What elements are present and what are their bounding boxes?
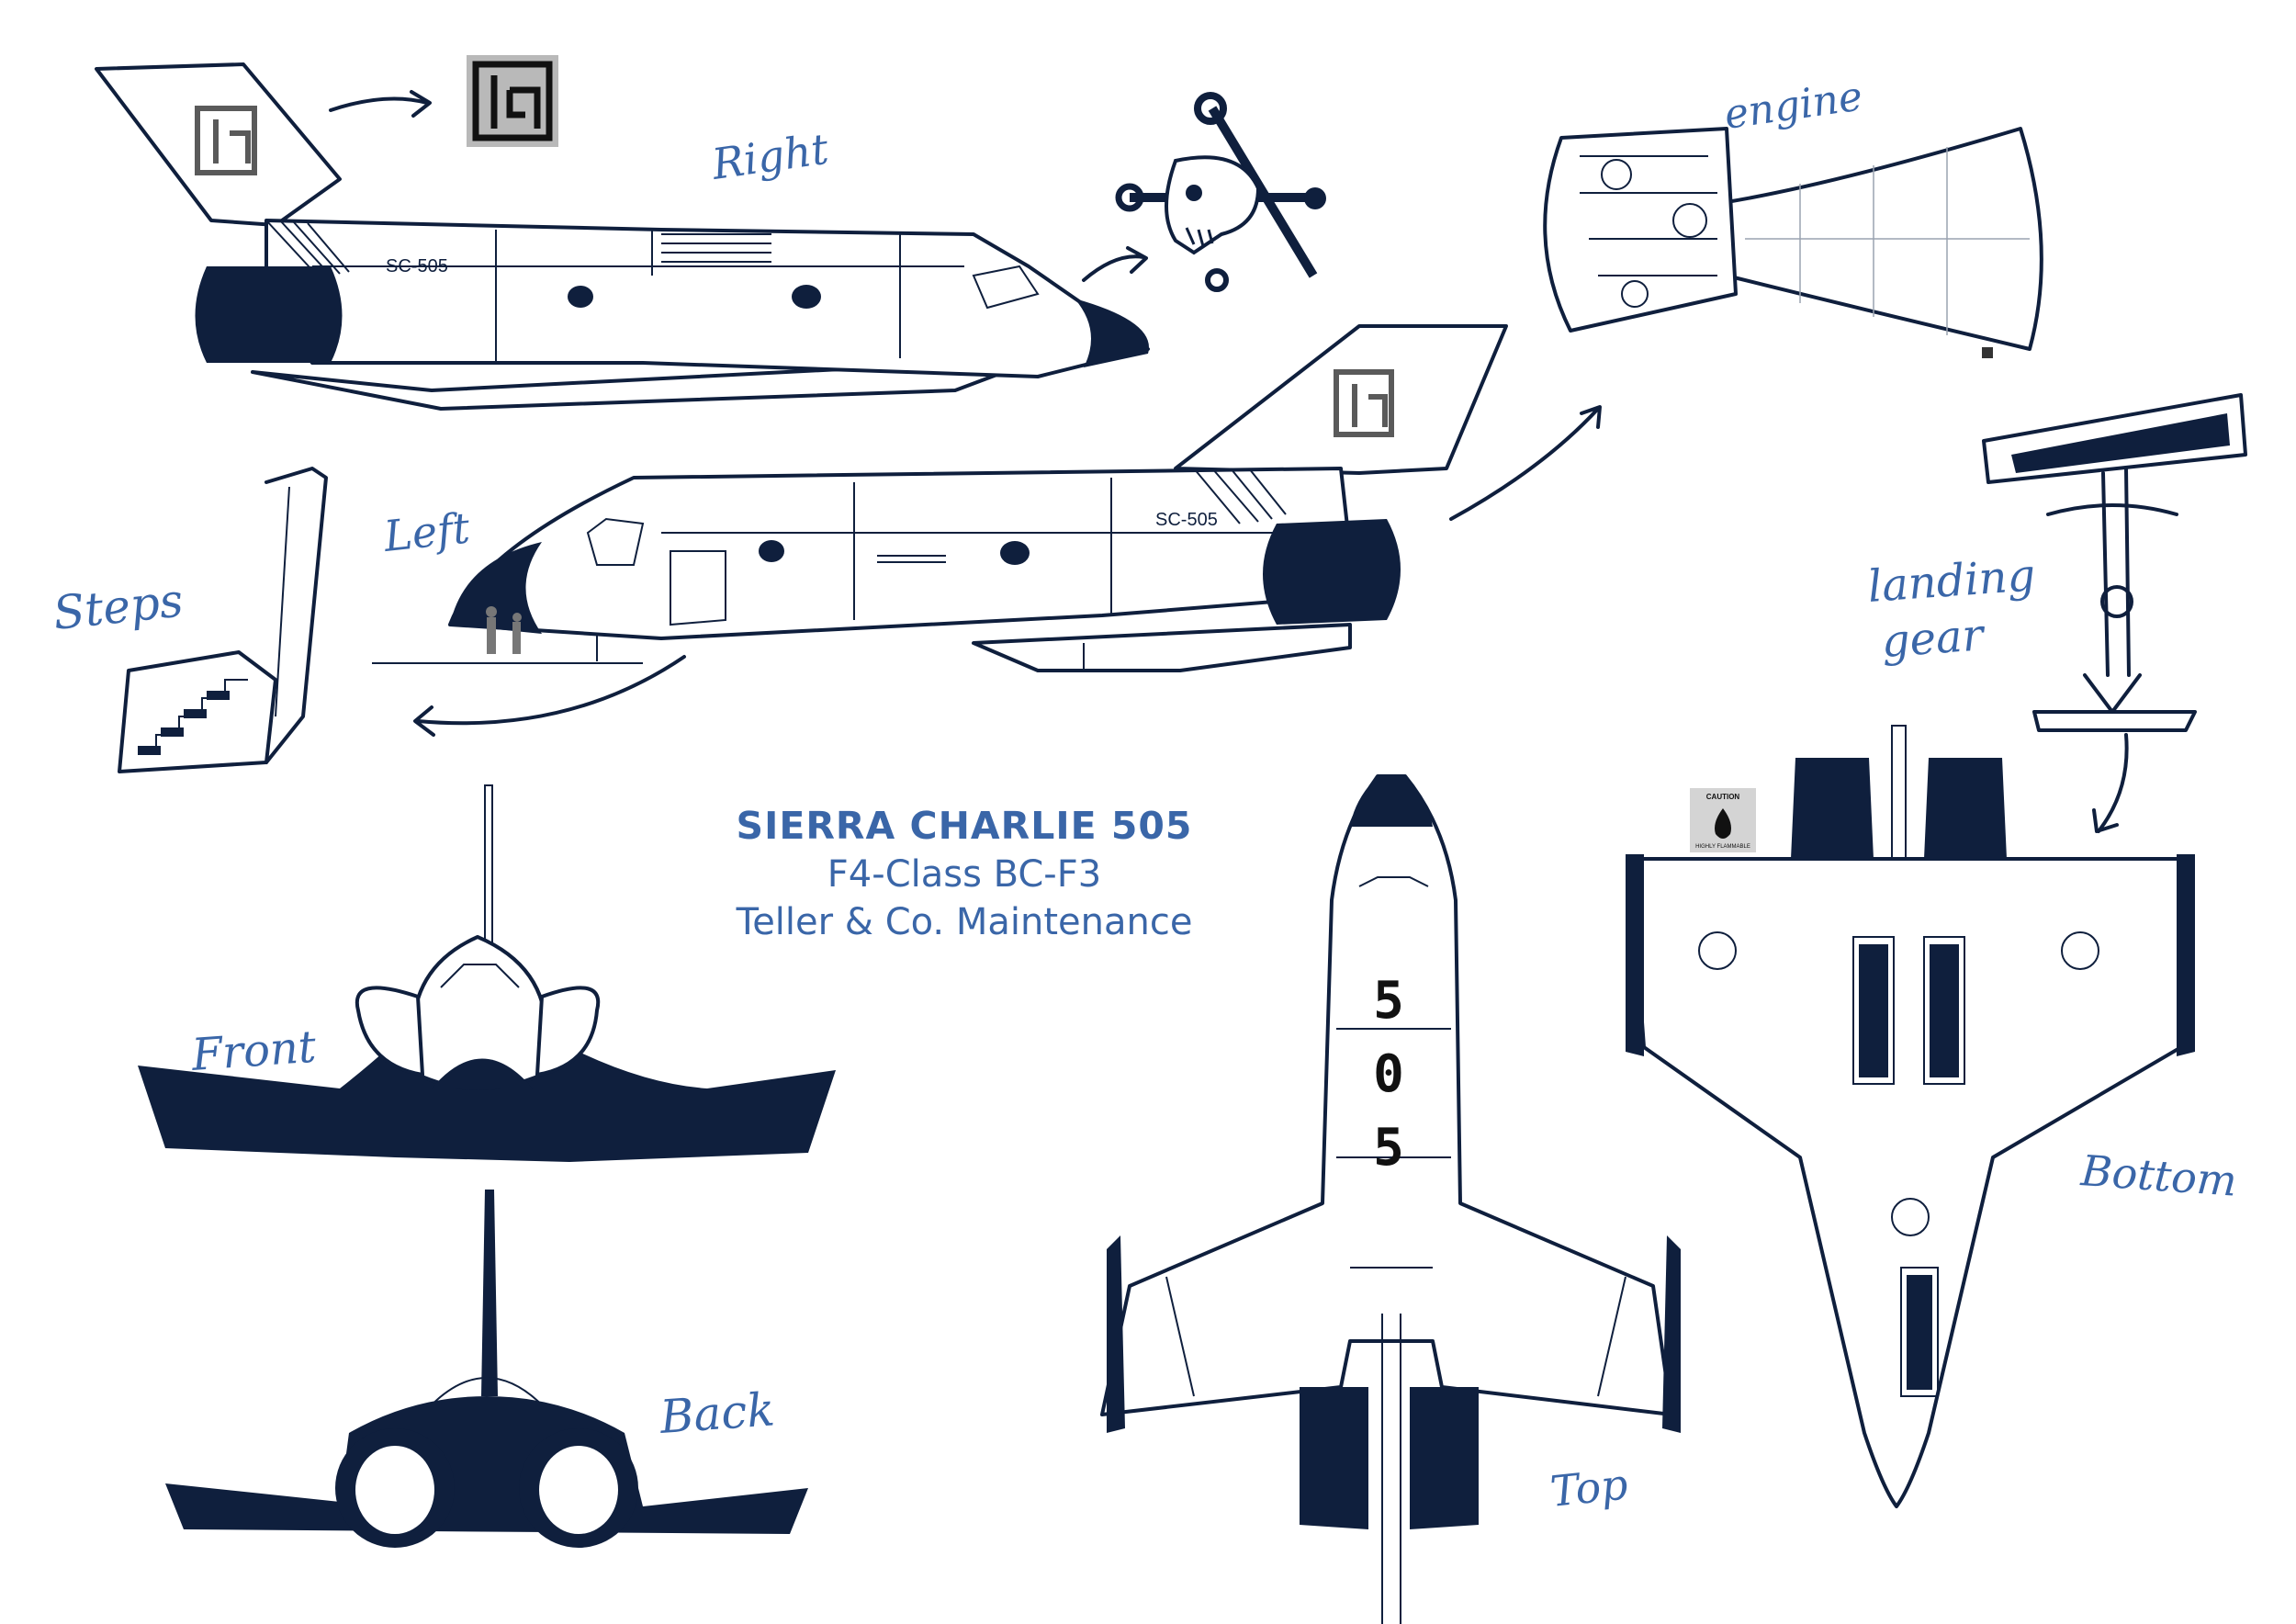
- label-landing: landing: [1866, 549, 2037, 613]
- label-front: Front: [189, 1021, 319, 1081]
- logo-arrow: [329, 90, 432, 118]
- steps-arrow: [413, 655, 686, 737]
- registration-left: SC-505: [1155, 510, 1218, 530]
- caution-text: HIGHLY FLAMMABLE: [1695, 844, 1750, 850]
- badge-arrow: [1082, 246, 1148, 282]
- front-view: [138, 784, 836, 1162]
- label-gear: gear: [1880, 609, 1987, 668]
- caution-sign: CAUTION HIGHLY FLAMMABLE: [1690, 788, 1756, 852]
- right-side-view: SC-505: [95, 62, 1150, 411]
- gear-arrow: [2092, 733, 2129, 833]
- label-bottom: Bottom: [2078, 1145, 2238, 1206]
- scale-figures: [486, 606, 522, 654]
- tail-logo-right: [195, 106, 257, 175]
- top-view: 5 0 5: [1100, 774, 1681, 1624]
- label-top: Top: [1548, 1459, 1630, 1517]
- ship-name: SIERRA CHARLIE 505: [736, 804, 1193, 848]
- skull-wrench-icon: [1115, 92, 1326, 292]
- label-engine: engine: [1721, 73, 1865, 139]
- label-steps: Steps: [51, 573, 186, 639]
- title-block: SIERRA CHARLIE 505 F4-Class BC-F3 Teller…: [680, 801, 1249, 946]
- engine-detail: [1543, 127, 2043, 358]
- landing-gear-detail: [1982, 393, 2247, 732]
- bottom-view: CAUTION HIGHLY FLAMMABLE: [1626, 725, 2195, 1508]
- left-side-view: SC-505: [372, 324, 1508, 672]
- engine-arrow: [1449, 405, 1602, 521]
- company-logo-icon: [467, 55, 558, 147]
- flame-icon: [1715, 808, 1731, 839]
- back-view: [165, 1190, 808, 1548]
- ship-class: F4-Class BC-F3: [827, 853, 1102, 896]
- top-number-1: 5: [1373, 971, 1404, 1031]
- label-left: Left: [381, 502, 473, 561]
- top-number-2: 0: [1373, 1044, 1404, 1104]
- top-number-3: 5: [1373, 1118, 1404, 1178]
- ship-owner: Teller & Co. Maintenance: [736, 901, 1193, 943]
- registration-right: SC-505: [386, 256, 448, 276]
- caution-title: CAUTION: [1706, 793, 1740, 801]
- top-number: 5 0 5: [1373, 971, 1404, 1178]
- steps-detail: [118, 467, 328, 773]
- tail-logo-left: [1334, 369, 1394, 437]
- label-back: Back: [658, 1382, 777, 1444]
- label-right: Right: [708, 124, 832, 189]
